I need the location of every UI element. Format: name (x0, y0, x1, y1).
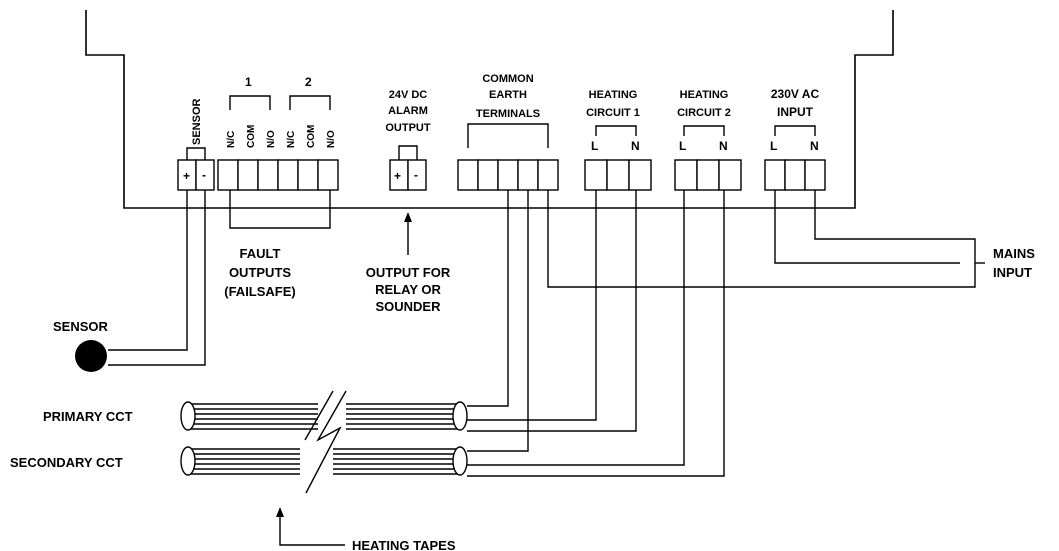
output-label-line3: SOUNDER (375, 299, 441, 314)
heating-circuit2-terminal-block: HEATING CIRCUIT 2 L N (674, 89, 742, 191)
relay1-number: 1 (245, 75, 252, 89)
sensor-callout-label: SENSOR (53, 319, 109, 334)
earth-label-line3: TERMINALS (476, 108, 540, 120)
secondary-heating-tape (180, 446, 468, 476)
mains-wiring (547, 190, 985, 288)
mains-label-line1: MAINS (993, 246, 1035, 261)
ac-label-line2: INPUT (777, 105, 814, 119)
heating-tape-connections (467, 190, 725, 477)
alarm-label-line3: OUTPUT (385, 122, 431, 134)
heating-tapes-label: HEATING TAPES (352, 538, 456, 551)
sensor-terminal-block: + - SENSOR (177, 98, 215, 191)
sensor-plus-label: + (183, 169, 190, 183)
relay2-com-label: COM (306, 125, 317, 148)
sensor-probe (75, 340, 107, 372)
alarm-label-line2: ALARM (388, 105, 428, 117)
relay1-no-label: N/O (266, 130, 277, 148)
secondary-cct-label: SECONDARY CCT (10, 455, 123, 470)
alarm-minus-label: - (414, 168, 418, 182)
heat2-l-label: L (679, 139, 686, 153)
heat1-n-label: N (631, 139, 640, 153)
relay2-number: 2 (305, 75, 312, 89)
alarm-plus-label: + (394, 169, 401, 183)
relay1-nc-label: N/C (226, 131, 237, 148)
sensor-header-label: SENSOR (191, 98, 203, 145)
heat2-n-label: N (719, 139, 728, 153)
heat2-label-line2: CIRCUIT 2 (677, 107, 731, 119)
primary-heating-tape (180, 401, 468, 431)
ac-label-line1: 230V AC (771, 87, 820, 101)
output-label-line1: OUTPUT FOR (366, 265, 451, 280)
heat2-label-line1: HEATING (680, 89, 729, 101)
earth-label-line1: COMMON (482, 73, 533, 85)
mains-label-line2: INPUT (993, 265, 1032, 280)
ac-input-terminal-block: 230V AC INPUT L N (764, 87, 826, 191)
ac-l-label: L (770, 139, 777, 153)
heat1-label-line1: HEATING (589, 89, 638, 101)
sensor-minus-label: - (202, 168, 206, 182)
heat1-label-line2: CIRCUIT 1 (586, 107, 640, 119)
heating-circuit1-terminal-block: HEATING CIRCUIT 1 L N (584, 89, 652, 191)
fault-label-line2: OUTPUTS (229, 265, 291, 280)
ac-n-label: N (810, 139, 819, 153)
relay2-nc-label: N/C (286, 131, 297, 148)
fault-label-line1: FAULT (240, 246, 281, 261)
fault-label-line3: (FAILSAFE) (224, 284, 296, 299)
primary-cct-label: PRIMARY CCT (43, 409, 133, 424)
earth-label-line2: EARTH (489, 89, 527, 101)
relay1-com-label: COM (246, 125, 257, 148)
enclosure-outline (85, 10, 894, 209)
fault-relay-terminal-block: 1 2 N/C COM N/O N/C COM N/O (217, 75, 339, 229)
alarm-output-terminal-block: + - 24V DC ALARM OUTPUT (385, 89, 431, 255)
common-earth-terminal-block: COMMON EARTH TERMINALS (457, 73, 559, 191)
output-label-line2: RELAY OR (375, 282, 441, 297)
alarm-label-line1: 24V DC (389, 89, 428, 101)
tape-break-symbol (305, 390, 347, 494)
sensor-wiring (75, 190, 206, 372)
relay2-no-label: N/O (326, 130, 337, 148)
heat1-l-label: L (591, 139, 598, 153)
